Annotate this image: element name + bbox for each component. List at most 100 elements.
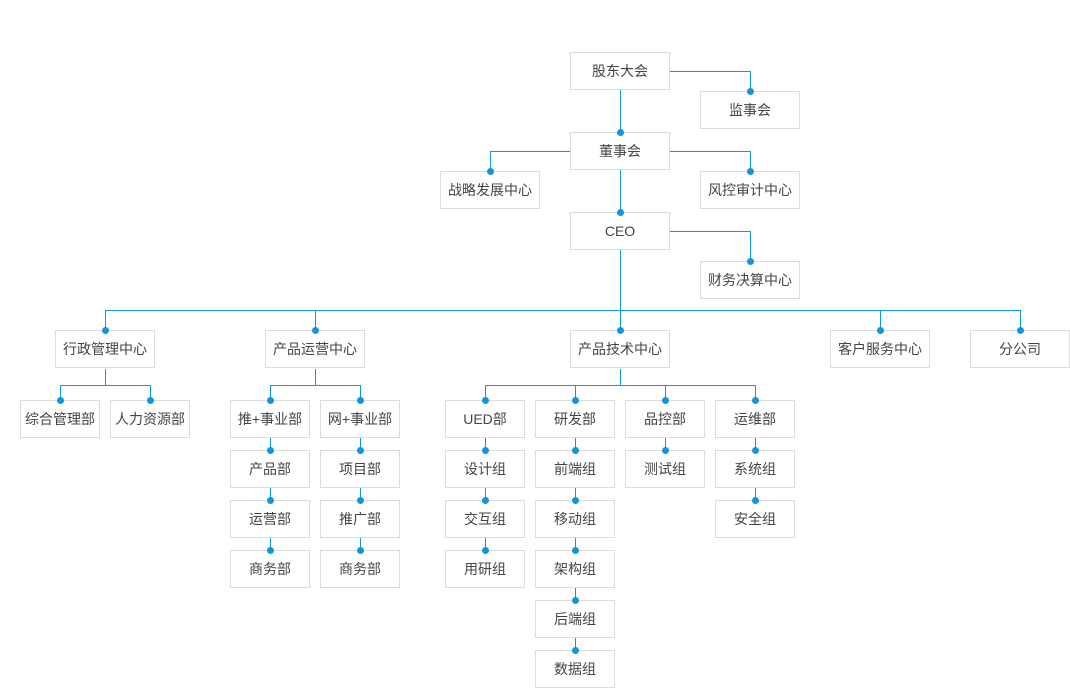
node-label: 人力资源部 xyxy=(115,411,185,427)
node-backend-team[interactable]: 后端组 xyxy=(535,600,615,638)
node-tui-business-unit[interactable]: 推+事业部 xyxy=(230,400,310,438)
node-product-dept[interactable]: 产品部 xyxy=(230,450,310,488)
node-label: 董事会 xyxy=(599,143,641,159)
edge-main-distribution-bar xyxy=(105,310,1020,311)
node-customer-service-center[interactable]: 客户服务中心 xyxy=(830,330,930,368)
edge-product-tech-bar xyxy=(485,385,755,386)
node-hr-dept[interactable]: 人力资源部 xyxy=(110,400,190,438)
node-rd-dept[interactable]: 研发部 xyxy=(535,400,615,438)
edge-bar-drop-customer-service xyxy=(880,310,881,330)
edge-backend-to-data xyxy=(575,638,576,650)
connector-dot-test xyxy=(661,446,669,454)
node-data-team[interactable]: 数据组 xyxy=(535,650,615,688)
edge-product-operation-stem xyxy=(315,369,316,385)
node-strategy-development-center[interactable]: 战略发展中心 xyxy=(440,171,540,209)
node-product-operation-center[interactable]: 产品运营中心 xyxy=(265,330,365,368)
edge-rd-to-frontend xyxy=(575,438,576,450)
connector-dot-mobile xyxy=(571,496,579,504)
node-ued-dept[interactable]: UED部 xyxy=(445,400,525,438)
edge-bar-drop-product-operation xyxy=(315,310,316,330)
edge-pt-drop-qa xyxy=(665,385,666,400)
node-security-team[interactable]: 安全组 xyxy=(715,500,795,538)
connector-dot-promotion-dept xyxy=(356,496,364,504)
node-shareholders-meeting[interactable]: 股东大会 xyxy=(570,52,670,90)
node-admin-management-center[interactable]: 行政管理中心 xyxy=(55,330,155,368)
node-board-of-directors[interactable]: 董事会 xyxy=(570,132,670,170)
node-label: 产品部 xyxy=(249,461,291,477)
edge-product-to-operation xyxy=(270,488,271,500)
edge-pt-drop-rd xyxy=(575,385,576,400)
node-frontend-team[interactable]: 前端组 xyxy=(535,450,615,488)
connector-dot-tui xyxy=(266,396,274,404)
node-wang-business-unit[interactable]: 网+事业部 xyxy=(320,400,400,438)
node-label: 前端组 xyxy=(554,461,596,477)
node-business-dept-right[interactable]: 商务部 xyxy=(320,550,400,588)
node-label: 架构组 xyxy=(554,561,596,577)
node-label: 安全组 xyxy=(734,511,776,527)
edge-product-operation-bar xyxy=(270,385,360,386)
node-label: 品控部 xyxy=(644,411,686,427)
edge-admin-drop-general xyxy=(60,385,61,400)
node-business-dept-left[interactable]: 商务部 xyxy=(230,550,310,588)
node-user-research-team[interactable]: 用研组 xyxy=(445,550,525,588)
edge-design-to-interaction xyxy=(485,488,486,500)
node-project-dept[interactable]: 项目部 xyxy=(320,450,400,488)
node-label: 综合管理部 xyxy=(25,411,95,427)
edge-shareholders-to-supervisors-h xyxy=(670,71,750,72)
node-label: 研发部 xyxy=(554,411,596,427)
node-test-team[interactable]: 测试组 xyxy=(625,450,705,488)
edge-promotion-to-business-right xyxy=(360,538,361,550)
edge-system-to-security xyxy=(755,488,756,500)
connector-dot-hr xyxy=(146,396,154,404)
node-label: 测试组 xyxy=(644,461,686,477)
edge-admin-drop-hr xyxy=(150,385,151,400)
node-product-tech-center[interactable]: 产品技术中心 xyxy=(570,330,670,368)
node-label: 财务决算中心 xyxy=(708,272,792,288)
edge-ops-to-system xyxy=(755,438,756,450)
edge-po-drop-tui xyxy=(270,385,271,400)
edge-board-to-risk-v xyxy=(750,151,751,171)
connector-dot-ceo xyxy=(616,208,624,216)
node-label: 系统组 xyxy=(734,461,776,477)
node-label: 后端组 xyxy=(554,611,596,627)
node-interaction-team[interactable]: 交互组 xyxy=(445,500,525,538)
edge-board-to-strategy-h xyxy=(490,151,570,152)
connector-dot-product-operation-center xyxy=(311,326,319,334)
node-risk-audit-center[interactable]: 风控审计中心 xyxy=(700,171,800,209)
node-label: 股东大会 xyxy=(592,63,648,79)
edge-ceo-to-finance-v xyxy=(750,231,751,261)
edge-interaction-to-user-research xyxy=(485,538,486,550)
connector-dot-rd xyxy=(571,396,579,404)
node-ceo[interactable]: CEO xyxy=(570,212,670,250)
edge-board-to-risk-h xyxy=(670,151,750,152)
node-design-team[interactable]: 设计组 xyxy=(445,450,525,488)
edge-board-to-strategy-v xyxy=(490,151,491,171)
node-label: 推广部 xyxy=(339,511,381,527)
edge-po-drop-wang xyxy=(360,385,361,400)
connector-dot-supervisors xyxy=(746,87,754,95)
connector-dot-ued xyxy=(481,396,489,404)
edge-tui-to-product xyxy=(270,438,271,450)
edge-pt-drop-ued xyxy=(485,385,486,400)
connector-dot-architecture xyxy=(571,546,579,554)
node-qa-dept[interactable]: 品控部 xyxy=(625,400,705,438)
node-finance-settlement-center[interactable]: 财务决算中心 xyxy=(700,261,800,299)
node-architecture-team[interactable]: 架构组 xyxy=(535,550,615,588)
node-label: 分公司 xyxy=(999,341,1041,357)
edge-product-tech-stem xyxy=(620,369,621,385)
connector-dot-frontend xyxy=(571,446,579,454)
node-promotion-dept[interactable]: 推广部 xyxy=(320,500,400,538)
node-system-team[interactable]: 系统组 xyxy=(715,450,795,488)
node-label: CEO xyxy=(604,223,636,239)
node-ops-dept[interactable]: 运维部 xyxy=(715,400,795,438)
connector-dot-interaction xyxy=(481,496,489,504)
edge-shareholders-to-board xyxy=(620,90,621,132)
node-board-of-supervisors[interactable]: 监事会 xyxy=(700,91,800,129)
node-branch-company[interactable]: 分公司 xyxy=(970,330,1070,368)
edge-wang-to-project xyxy=(360,438,361,450)
node-general-management-dept[interactable]: 综合管理部 xyxy=(20,400,100,438)
connector-dot-operation-dept xyxy=(266,496,274,504)
node-operation-dept[interactable]: 运营部 xyxy=(230,500,310,538)
node-mobile-team[interactable]: 移动组 xyxy=(535,500,615,538)
